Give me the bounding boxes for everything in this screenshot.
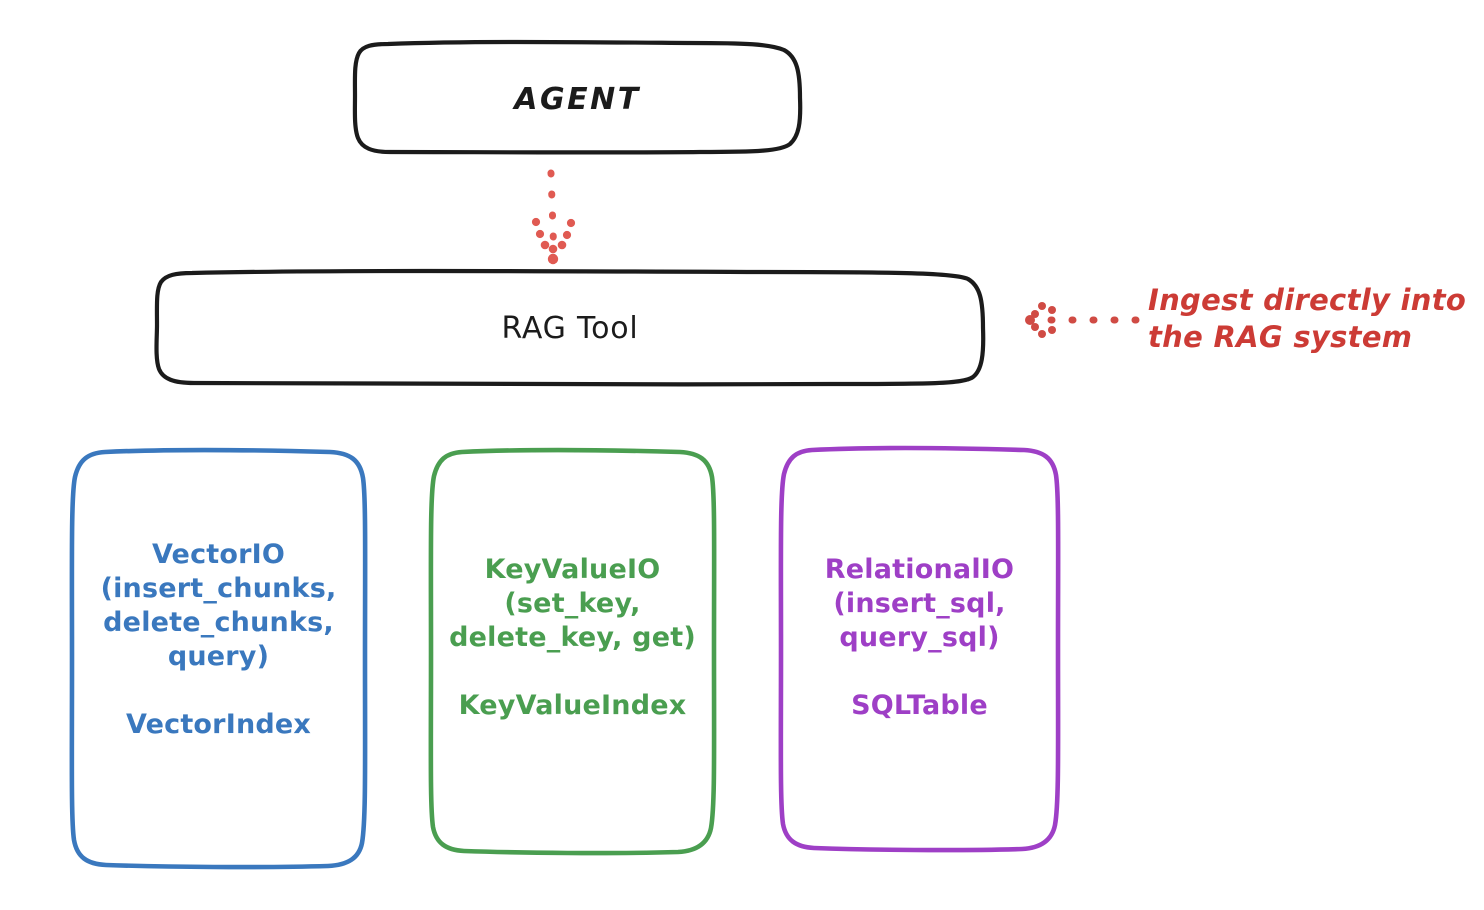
key-value-io-node-label: KeyValueIO (set_key, delete_key, get) Ke…: [449, 554, 696, 722]
vector-io-node-label: VectorIO (insert_chunks, delete_chunks, …: [100, 539, 337, 741]
agent-node-label: AGENT: [514, 82, 641, 117]
ingest-to-rag-connector: [1025, 302, 1140, 338]
ingest-annotation-label: Ingest directly into the RAG system: [1148, 283, 1467, 354]
relational-io-node-label: RelationalIO (insert_sql, query_sql) SQL…: [824, 554, 1015, 722]
agent-to-rag-connector: [531, 169, 576, 265]
rag-tool-node-label: RAG Tool: [501, 311, 639, 346]
